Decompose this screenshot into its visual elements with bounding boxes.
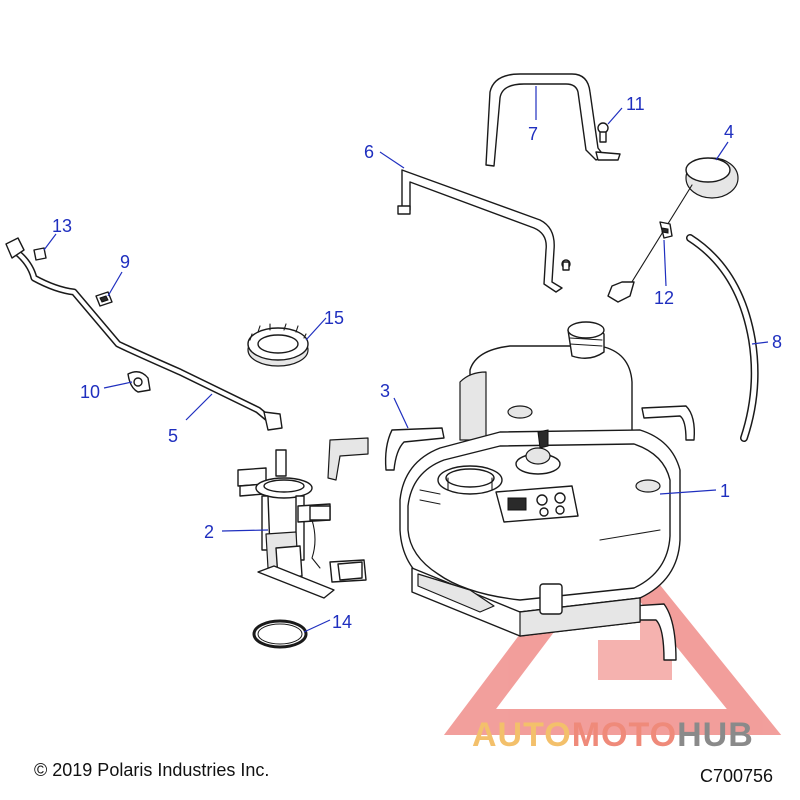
- part-6-bolt: [561, 259, 571, 271]
- callout-11: 11: [626, 94, 645, 114]
- part-13-clip: [33, 247, 47, 261]
- watermark-word-2: MOTO: [571, 716, 678, 754]
- callout-labels: 1 2 3 4 5 6 7 8 9 10 11 12 13 14 15: [52, 94, 782, 632]
- part-12-clip: [659, 221, 673, 239]
- part-5-fuel-line: [5, 237, 283, 431]
- part-3-bracket-lower: [631, 603, 677, 661]
- part-3-bracket-right: [641, 405, 696, 441]
- callout-6: 6: [364, 142, 374, 162]
- part-1-fuel-tank: [399, 321, 681, 637]
- callout-13: 13: [52, 216, 72, 236]
- part-8-vent-hose: [686, 234, 759, 442]
- callout-9: 9: [120, 252, 130, 272]
- diagram-code: C700756: [700, 766, 774, 786]
- watermark-word-1: AUTO: [472, 716, 572, 754]
- part-2-fuel-pump: [237, 449, 367, 599]
- part-3-bracket-center: [327, 437, 369, 481]
- callout-1: 1: [720, 481, 730, 501]
- part-3-bracket-left: [384, 427, 445, 471]
- watermark-text: AUTOMOTOHUB: [472, 716, 754, 755]
- part-15-lock-ring: [247, 323, 309, 367]
- callout-5: 5: [168, 426, 178, 446]
- part-6-tank-strap: [397, 169, 563, 293]
- part-14-seal: [252, 619, 308, 649]
- callout-12: 12: [654, 288, 674, 308]
- part-7-tank-strap: [485, 73, 621, 167]
- callout-15: 15: [324, 308, 344, 328]
- copyright-notice: © 2019 Polaris Industries Inc.: [34, 760, 270, 780]
- callout-4: 4: [724, 122, 734, 142]
- callout-7: 7: [528, 124, 538, 144]
- callout-10: 10: [80, 382, 100, 402]
- callout-2: 2: [204, 522, 214, 542]
- part-11-bolt: [597, 122, 609, 143]
- watermark-word-3: HUB: [677, 716, 754, 754]
- leader-lines: [43, 86, 769, 633]
- callout-3: 3: [380, 381, 390, 401]
- callout-8: 8: [772, 332, 782, 352]
- callout-14: 14: [332, 612, 352, 632]
- part-4-fuel-cap: [607, 157, 739, 303]
